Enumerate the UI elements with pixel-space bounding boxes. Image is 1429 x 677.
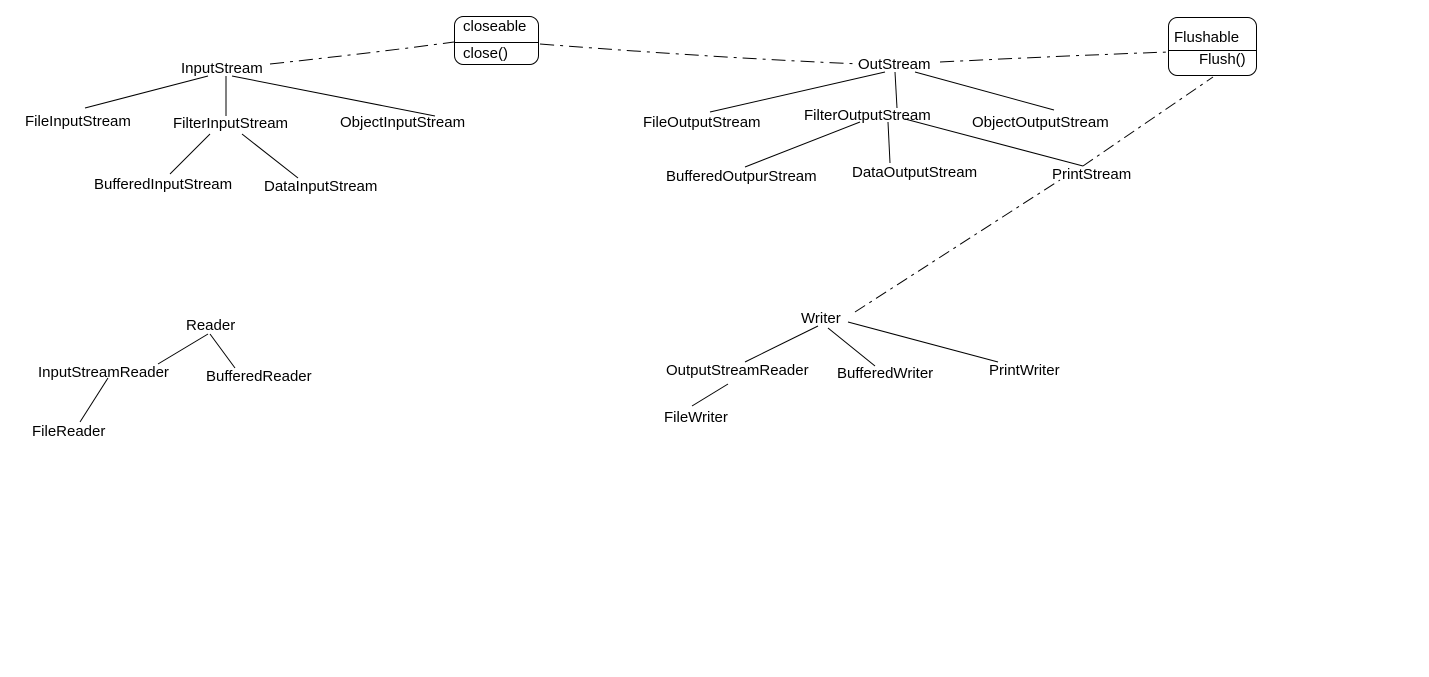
class-filewriter: FileWriter xyxy=(664,409,728,426)
edge-writer-printwriter xyxy=(847,321,999,363)
class-fileinputstream: FileInputStream xyxy=(25,113,131,130)
reader-hierarchy: Reader InputStreamReader BufferedReader … xyxy=(32,317,312,440)
class-printstream: PrintStream xyxy=(1052,166,1131,183)
class-filereader: FileReader xyxy=(32,423,105,440)
edge-writer-printstream xyxy=(854,179,1061,313)
class-datainputstream: DataInputStream xyxy=(264,178,377,195)
class-bufferedwriter: BufferedWriter xyxy=(837,365,933,382)
class-objectoutputstream: ObjectOutputStream xyxy=(972,114,1109,131)
edge-closeable-outstream xyxy=(539,43,861,65)
edge-filteroutputstream-printstream xyxy=(904,118,1084,167)
class-bufferedinputstream: BufferedInputStream xyxy=(94,176,232,193)
edge-inputstream-objectinputstream xyxy=(231,75,436,117)
class-bufferedreader: BufferedReader xyxy=(206,368,312,385)
edge-filteroutputstream-dataoutputstream xyxy=(887,121,891,164)
flushable-interface-box: Flushable Flush() xyxy=(1168,17,1257,76)
edge-filterinputstream-datainputstream xyxy=(241,133,299,179)
class-inputstream: InputStream xyxy=(181,60,263,77)
class-dataoutputstream: DataOutputStream xyxy=(852,164,977,181)
class-inputstreamreader: InputStreamReader xyxy=(38,364,169,381)
class-writer: Writer xyxy=(801,310,841,327)
output-stream-hierarchy: OutStream FileOutputStream FilterOutputS… xyxy=(643,56,1131,185)
flushable-box-frame xyxy=(1168,17,1257,76)
edge-filteroutputstream-bufferedoutpurstream xyxy=(744,121,861,168)
edge-outputstreamreader-filewriter xyxy=(691,383,729,407)
inheritance-edges xyxy=(79,71,1084,423)
edge-outstream-flushable xyxy=(939,51,1169,63)
class-objectinputstream: ObjectInputStream xyxy=(340,114,465,131)
edge-outstream-objectoutputstream xyxy=(914,71,1055,111)
closeable-interface-name: closeable xyxy=(463,18,526,35)
closeable-interface-box: closeable close() xyxy=(454,16,539,65)
class-outstream: OutStream xyxy=(858,56,931,73)
edge-reader-bufferedreader xyxy=(209,333,236,369)
class-bufferedoutpurstream: BufferedOutpurStream xyxy=(666,168,817,185)
flushable-interface-name: Flushable xyxy=(1174,29,1239,46)
input-stream-hierarchy: InputStream FileInputStream FilterInputS… xyxy=(25,60,465,195)
edge-printstream-flushable xyxy=(1082,76,1214,167)
edge-inputstream-fileinputstream xyxy=(84,75,209,109)
edge-inputstreamreader-filereader xyxy=(79,377,109,423)
edge-filterinputstream-bufferedinputstream xyxy=(169,133,211,175)
class-printwriter: PrintWriter xyxy=(989,362,1060,379)
edge-outstream-fileoutputstream xyxy=(709,71,886,113)
edge-writer-outputstreamreader xyxy=(744,325,819,363)
implementation-edges xyxy=(269,41,1214,313)
closeable-box-frame xyxy=(454,16,539,65)
edge-writer-bufferedwriter xyxy=(827,327,876,367)
class-fileoutputstream: FileOutputStream xyxy=(643,114,761,131)
closeable-interface-method: close() xyxy=(463,45,508,62)
edge-outstream-filteroutputstream xyxy=(894,71,898,109)
flushable-interface-method: Flush() xyxy=(1199,51,1246,68)
writer-hierarchy: Writer OutputStreamReader BufferedWriter… xyxy=(664,310,1060,426)
class-outputstreamreader: OutputStreamReader xyxy=(666,362,809,379)
class-filterinputstream: FilterInputStream xyxy=(173,115,288,132)
class-filteroutputstream: FilterOutputStream xyxy=(804,107,931,124)
edge-reader-inputstreamreader xyxy=(157,333,209,365)
edge-inputstream-closeable xyxy=(269,41,455,65)
class-reader: Reader xyxy=(186,317,235,334)
